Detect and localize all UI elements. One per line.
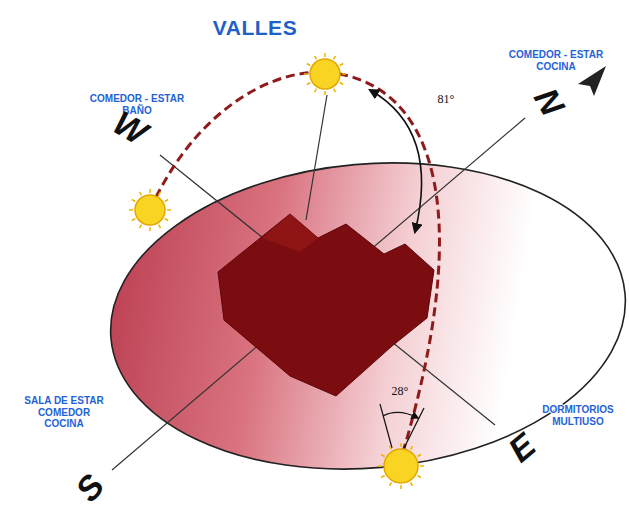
sun-symbol: [129, 189, 171, 231]
sun-ray: [324, 53, 326, 57]
sun-ray: [324, 91, 326, 95]
sun-ray: [149, 189, 151, 193]
title: VALLES: [213, 16, 297, 40]
sun-ray: [411, 446, 413, 449]
sun-ray: [400, 485, 402, 489]
sun-ray: [334, 89, 336, 92]
west-east-axis: [160, 155, 495, 425]
zenith-line: [306, 95, 327, 220]
sun-ray: [149, 227, 151, 231]
north-arrowhead: [578, 66, 606, 96]
sun-ray: [129, 209, 133, 211]
sun-ray: [165, 200, 168, 202]
sun-ray: [340, 64, 343, 66]
sun-ray: [417, 476, 420, 478]
altitude-arc: [370, 90, 422, 232]
sun-disc: [135, 195, 165, 225]
room-label: DORMITORIOS MULTIUSO: [536, 404, 620, 427]
sun-ray: [159, 192, 161, 195]
sun-ray: [381, 455, 384, 457]
house-block: [218, 214, 434, 396]
sun-ray: [400, 443, 402, 447]
sun-ray: [159, 225, 161, 228]
sun-symbol: [304, 53, 346, 95]
sun-ray: [140, 225, 142, 228]
sun-ray: [132, 219, 135, 221]
sun-ray: [390, 446, 392, 449]
sun-ray: [307, 64, 310, 66]
sun-ray: [417, 455, 420, 457]
sun-group: [129, 53, 424, 489]
sun-ray: [411, 482, 413, 485]
sun-ray: [315, 89, 317, 92]
azimuth-arc: [383, 412, 418, 418]
room-label: SALA DE ESTAR COMEDOR COCINA: [21, 395, 107, 430]
sun-ray: [334, 56, 336, 59]
azimuth-line: [380, 404, 392, 448]
compass-letter: N: [526, 82, 572, 123]
sun-ray: [390, 482, 392, 485]
angle-value: 81°: [438, 93, 455, 107]
sun-ray: [304, 73, 308, 75]
compass-letter: S: [68, 466, 113, 509]
sun-ray: [140, 192, 142, 195]
sun-ray: [378, 465, 382, 467]
sun-ray: [342, 73, 346, 75]
sun-ray: [381, 476, 384, 478]
sun-symbol: [378, 443, 424, 489]
sun-ray: [340, 83, 343, 85]
sun-disc: [384, 449, 418, 483]
sun-ray: [420, 465, 424, 467]
room-label: COMEDOR - ESTAR COCINA: [500, 49, 612, 72]
sun-ray: [307, 83, 310, 85]
sun-disc: [310, 59, 340, 89]
sun-ray: [167, 209, 171, 211]
ground-ellipse: [98, 142, 629, 490]
house-roof: [262, 214, 318, 252]
sun-ray: [315, 56, 317, 59]
sun-ray: [132, 200, 135, 202]
south-north-axis: [112, 118, 525, 470]
angle-value: 28°: [392, 385, 409, 399]
sun-ray: [165, 219, 168, 221]
